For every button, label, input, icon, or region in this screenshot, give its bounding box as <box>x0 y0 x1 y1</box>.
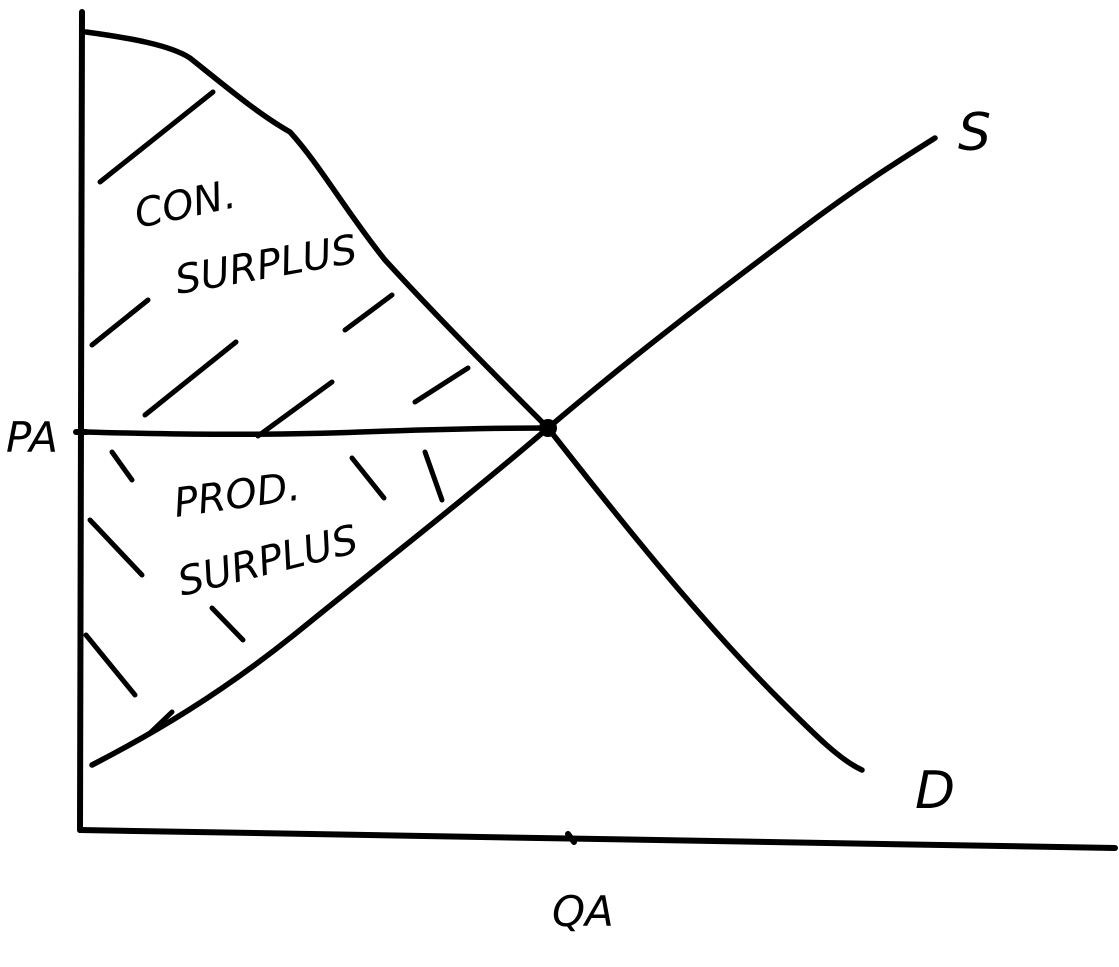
quantity-axis <box>77 827 1118 851</box>
producer-surplus-hatching <box>83 449 445 736</box>
consumer-surplus-label-line1: CON. <box>131 172 240 238</box>
supply-curve <box>89 135 938 768</box>
quantity-axis-label: QA <box>552 887 614 936</box>
price-axis <box>77 9 85 833</box>
producer-surplus-label-line1: PROD. <box>171 464 303 527</box>
quantity-axis-tick <box>565 831 577 845</box>
demand-curve <box>83 29 865 773</box>
equilibrium-point <box>539 419 557 437</box>
consumer-surplus-label-line2: SURPLUS <box>172 227 361 304</box>
producer-surplus-label-line2: SURPLUS <box>173 517 362 606</box>
supply-curve-label: S <box>958 103 991 163</box>
demand-curve-label: D <box>915 761 955 821</box>
consumer-surplus-hatching <box>89 89 471 439</box>
equilibrium-price-line <box>81 425 551 438</box>
price-axis-label: PA <box>6 413 58 462</box>
